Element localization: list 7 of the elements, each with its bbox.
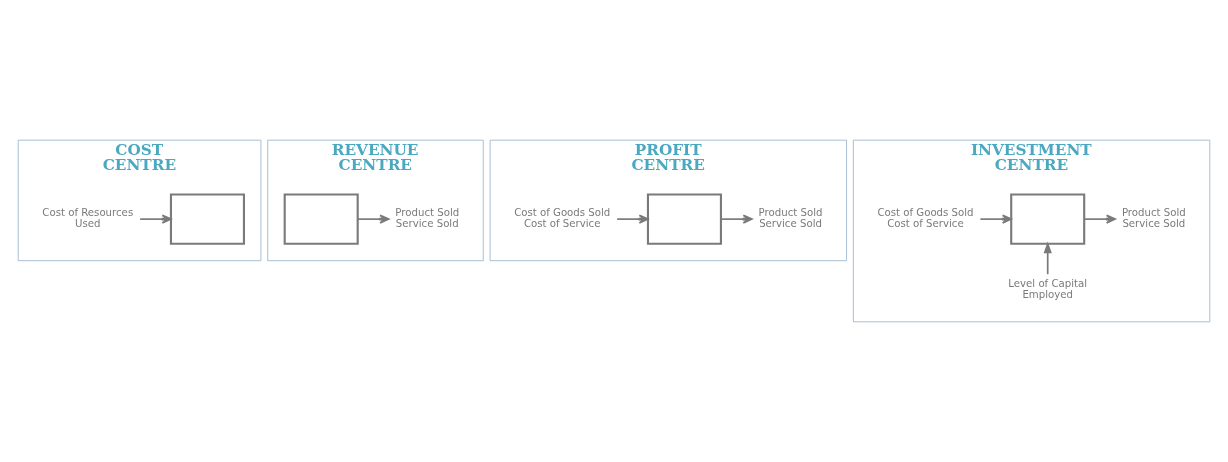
node-text: Level of Capital Employed — [1008, 277, 1088, 300]
node-text: Product Sold Service Sold — [395, 207, 460, 230]
node-text: Cost of Resources Used — [42, 207, 134, 230]
node-text: Product Sold Service Sold — [1121, 207, 1186, 230]
node-text: Cost of Goods Sold Cost of Service — [514, 207, 611, 230]
node-text: Cost of Goods Sold Cost of Service — [877, 207, 974, 230]
node-text: Product Sold Service Sold — [758, 207, 823, 230]
